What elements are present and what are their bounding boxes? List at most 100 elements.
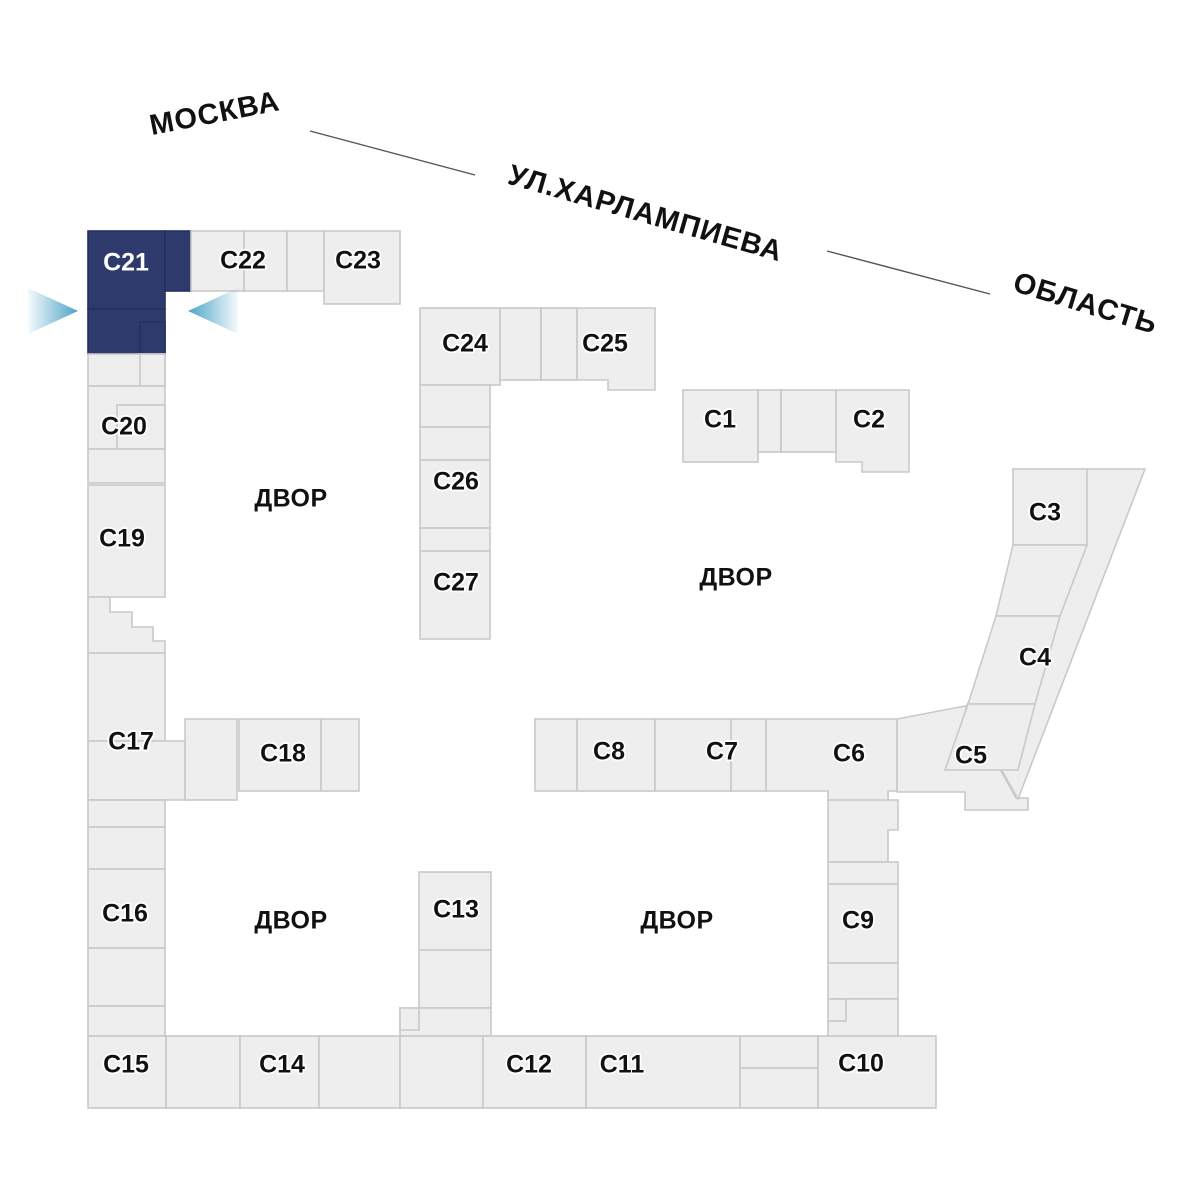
block-C9-foot-notch[interactable] <box>827 998 847 1022</box>
block-label-C3: C3 <box>1029 499 1061 527</box>
block-C8-west-cell[interactable] <box>534 718 578 792</box>
block-C18-east-cell[interactable] <box>320 718 360 792</box>
street-labels: МОСКВА УЛ.ХАРЛАМПИЕВА ОБЛАСТЬ <box>147 85 1161 340</box>
block-label-C19: C19 <box>99 525 145 553</box>
block-C18-main[interactable] <box>238 718 322 792</box>
block-C8-main[interactable] <box>576 718 656 792</box>
block-label-C26: C26 <box>433 468 479 496</box>
leader-line-oblast <box>826 250 991 295</box>
entrance-arrows <box>28 288 238 334</box>
block-C25-west-cell[interactable] <box>540 307 578 381</box>
block-labels: C21 C22 C23 C20 C19 C17 C18 C16 C15 C14 … <box>97 245 1062 1081</box>
block-label-C23: C23 <box>335 247 381 275</box>
block-group-c1-c2 <box>682 389 910 473</box>
block-label-C10: C10 <box>838 1050 884 1078</box>
block-C25-main[interactable] <box>576 307 656 391</box>
block-C19-stair-detail[interactable] <box>87 596 166 654</box>
block-C23[interactable] <box>323 230 401 305</box>
block-C20-lower-strip[interactable] <box>87 448 166 484</box>
block-C17-main[interactable] <box>87 652 166 742</box>
block-label-C5: C5 <box>955 742 987 770</box>
block-C22-west[interactable] <box>190 230 245 292</box>
block-C16-strip-d[interactable] <box>87 1005 166 1037</box>
block-group-north <box>87 230 401 355</box>
leader-line-moskva <box>309 130 476 176</box>
street-label-moskva: МОСКВА <box>147 85 282 142</box>
leader-lines <box>309 130 991 295</box>
block-label-C4: C4 <box>1019 644 1051 672</box>
courtyard-labels: ДВОР ДВОР ДВОР ДВОР <box>254 485 772 935</box>
block-label-C25: C25 <box>582 330 628 358</box>
block-label-C20: C20 <box>101 413 147 441</box>
block-C9-strip-a[interactable] <box>827 861 899 885</box>
block-C6-main[interactable] <box>765 718 898 801</box>
block-group-east-angled <box>943 468 1147 801</box>
street-label-harlampieva: УЛ.ХАРЛАМПИЕВА <box>504 159 786 268</box>
block-C11-east-b[interactable] <box>739 1067 819 1109</box>
block-C4-lower[interactable] <box>943 703 1037 771</box>
block-label-C24: C24 <box>442 330 488 358</box>
block-group-central <box>419 307 656 640</box>
block-C22-mid[interactable] <box>243 230 288 292</box>
block-label-C1: C1 <box>704 406 736 434</box>
block-C14-main[interactable] <box>239 1035 320 1109</box>
block-label-C14: C14 <box>259 1051 305 1079</box>
block-C11-main[interactable] <box>585 1035 741 1109</box>
block-C21-east-cell[interactable] <box>164 230 192 292</box>
block-C19-main[interactable] <box>87 484 166 598</box>
block-label-C12: C12 <box>506 1051 552 1079</box>
block-C9-main[interactable] <box>827 883 899 964</box>
block-label-C2: C2 <box>853 406 885 434</box>
block-C24-main[interactable] <box>419 307 501 386</box>
block-C21-south-notch[interactable] <box>139 321 166 355</box>
block-label-C11: C11 <box>600 1051 645 1079</box>
block-label-C7: C7 <box>706 738 738 766</box>
block-C20-east-cell[interactable] <box>116 404 166 450</box>
block-C13-foot[interactable] <box>399 1035 484 1109</box>
block-C17-mid-cell[interactable] <box>184 718 238 801</box>
block-C16-main[interactable] <box>87 868 166 949</box>
block-C14-east-cell[interactable] <box>318 1035 401 1109</box>
courtyard-label-northwest: ДВОР <box>254 485 327 513</box>
block-C27-strip[interactable] <box>419 527 491 552</box>
entrance-arrow-west-icon[interactable] <box>28 288 78 334</box>
block-C16-strip-c[interactable] <box>87 947 166 1007</box>
block-label-C9: C9 <box>842 907 874 935</box>
courtyard-label-northeast: ДВОР <box>699 564 772 592</box>
block-C7-main[interactable] <box>654 718 732 792</box>
block-C13-notch[interactable] <box>399 1007 420 1031</box>
block-C22-east[interactable] <box>286 230 325 292</box>
block-C20-upper-notch[interactable] <box>139 353 166 387</box>
block-C2-main[interactable] <box>835 389 910 473</box>
block-group-west <box>87 353 360 1037</box>
block-C13-lower[interactable] <box>418 949 492 1009</box>
block-C9-strip-b[interactable] <box>827 962 899 1000</box>
block-group-c9-column <box>827 789 899 1037</box>
block-label-C21: C21 <box>103 249 149 277</box>
block-C13-main[interactable] <box>418 871 492 951</box>
block-C21-main[interactable] <box>87 230 166 310</box>
block-C27-main[interactable] <box>419 550 491 640</box>
block-label-C15: C15 <box>103 1051 149 1079</box>
block-C1-east-cell[interactable] <box>757 389 782 453</box>
block-C16-strip-a[interactable] <box>87 799 166 828</box>
block-group-middle-row <box>534 705 1029 811</box>
block-C11-east-a[interactable] <box>739 1035 819 1069</box>
street-label-oblast: ОБЛАСТЬ <box>1009 267 1161 341</box>
entrance-arrow-courtyard-icon[interactable] <box>188 288 238 334</box>
block-C15-main[interactable] <box>87 1035 167 1109</box>
block-C16-strip-b[interactable] <box>87 826 166 870</box>
block-C26-strip-a[interactable] <box>419 384 491 428</box>
block-C3-main[interactable] <box>1012 468 1088 546</box>
block-C2-west-cell[interactable] <box>780 389 837 453</box>
block-C26-strip-b[interactable] <box>419 426 491 461</box>
courtyard-label-southeast: ДВОР <box>640 907 713 935</box>
block-C15-east-cell[interactable] <box>165 1035 241 1109</box>
block-label-C8: C8 <box>593 738 625 766</box>
block-label-C27: C27 <box>433 569 479 597</box>
courtyard-label-southwest: ДВОР <box>254 907 327 935</box>
block-label-C16: C16 <box>102 900 148 928</box>
block-C24-east-cell[interactable] <box>499 307 542 381</box>
